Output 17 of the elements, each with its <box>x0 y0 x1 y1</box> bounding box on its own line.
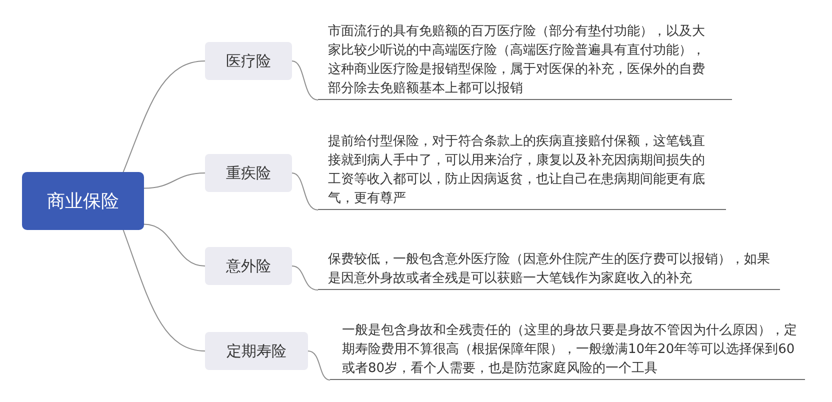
branch-topic: 重疾险 <box>205 154 292 192</box>
connector-line <box>122 60 206 172</box>
connector-line <box>308 350 330 380</box>
underlined-note: 市面流行的具有免赔额的百万医疗险（部分有垫付功能），以及大家比较少听说的中高端医疗险（高端医疗险普遍具有直付功能），这种商业医疗险是报销型保险，属于对医保的补充，医保外的自费部分除去免赔额基本上都可以报销 <box>318 22 732 100</box>
connector-line <box>292 172 318 210</box>
connector-line <box>122 230 206 352</box>
connector-line <box>292 266 318 290</box>
branch-topic: 定期寿险 <box>205 332 308 370</box>
underlined-note: 提前给付型保险，对于符合条款上的疾病直接赔付保额，这笔钱直接就到病人手中了，可以用来治疗，康复以及补充因病期间损失的工资等收入都可以，防止因病返贫，也让自己在患病期间能更有底气，更有尊严 <box>318 132 726 210</box>
branch-topic: 医疗险 <box>205 42 292 80</box>
connector-line <box>292 60 318 100</box>
central-topic: 商业保险 <box>22 172 144 230</box>
branch-topic: 意外险 <box>205 247 292 285</box>
underlined-note: 一般是包含身故和全残责任的（这里的身故只要是身故不管因为什么原因），定期寿险费用不算很高（根据保障年限），一般缴满10年20年等可以选择保到60或者80岁，看个人需要，也是防范家庭风险的一个工具 <box>330 321 805 380</box>
connector-line <box>144 224 206 266</box>
connector-line <box>144 172 206 189</box>
underlined-note: 保费较低，一般包含意外医疗险（因意外住院产生的医疗费可以报销），如果是因意外身故或者全残是可以获赔一大笔钱作为家庭收入的补充 <box>318 250 780 290</box>
